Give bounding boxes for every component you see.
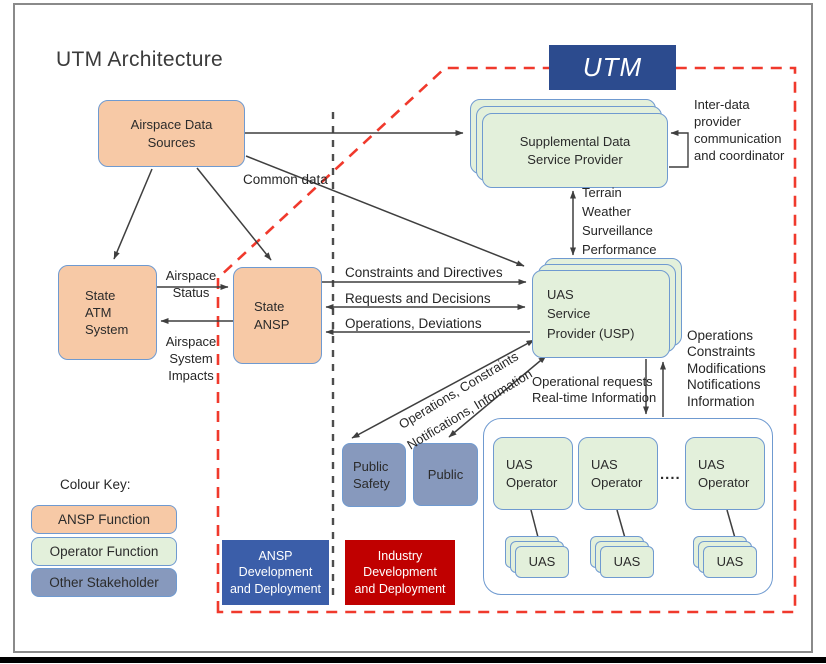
arrow-usp-public	[448, 355, 547, 438]
node-airspace-data-sources: Airspace Data Sources	[98, 100, 245, 167]
node-uas-operator-1: UAS Operator	[493, 437, 573, 510]
node-ansp-development: ANSP Development and Deployment	[222, 540, 329, 605]
node-uas-3: UAS	[703, 546, 757, 578]
node-public-safety: Public Safety	[342, 443, 406, 507]
legend-operator-function: Operator Function	[31, 537, 177, 566]
utm-header-box: UTM	[549, 45, 676, 90]
legend-title: Colour Key:	[60, 477, 131, 492]
utm-header-label: UTM	[582, 52, 643, 82]
node-uas-service-provider: UAS Service Provider (USP)	[532, 270, 670, 358]
label-operational-requests: Operational requests Real-time Informati…	[532, 374, 657, 405]
label-requests-decisions: Requests and Decisions	[345, 291, 491, 306]
label-usp-operator-exchange: Operations Constraints Modifications Not…	[687, 328, 766, 409]
uas-operator-group	[483, 418, 773, 595]
legend-ansp-function: ANSP Function	[31, 505, 177, 534]
arrow-ads-to-ansp	[196, 167, 272, 261]
label-constraints-directives: Constraints and Directives	[345, 265, 503, 280]
label-common-data: Common data	[243, 172, 328, 187]
label-airspace-status: Airspace Status	[165, 268, 217, 300]
operator-ellipsis: ....	[660, 466, 681, 483]
page-title: UTM Architecture	[56, 48, 224, 71]
node-public: Public	[413, 443, 478, 506]
node-supplemental-data-service-provider: Supplemental Data Service Provider	[482, 113, 668, 188]
arrow-ads-to-usp	[245, 155, 525, 267]
label-inter-data-provider: Inter-data provider communication and co…	[694, 97, 785, 163]
arrow-ads-to-atm	[113, 168, 153, 260]
node-industry-development: Industry Development and Deployment	[345, 540, 455, 605]
label-operations-deviations: Operations, Deviations	[345, 316, 482, 331]
node-state-atm-system: State ATM System	[58, 265, 157, 360]
node-uas-2: UAS	[600, 546, 654, 578]
interdata-loop-connector	[669, 130, 689, 168]
node-uas-1: UAS	[515, 546, 569, 578]
legend-other-stakeholder: Other Stakeholder	[31, 568, 177, 597]
label-airspace-system-impacts: Airspace System Impacts	[165, 334, 217, 383]
slide-frame	[13, 3, 813, 653]
node-uas-operator-3: UAS Operator	[685, 437, 765, 510]
bottom-edge-bar	[0, 657, 826, 663]
label-terrain-weather-surveillance: Terrain Weather Surveillance Performance	[582, 185, 657, 257]
node-uas-operator-2: UAS Operator	[578, 437, 658, 510]
node-state-ansp: State ANSP	[233, 267, 322, 364]
